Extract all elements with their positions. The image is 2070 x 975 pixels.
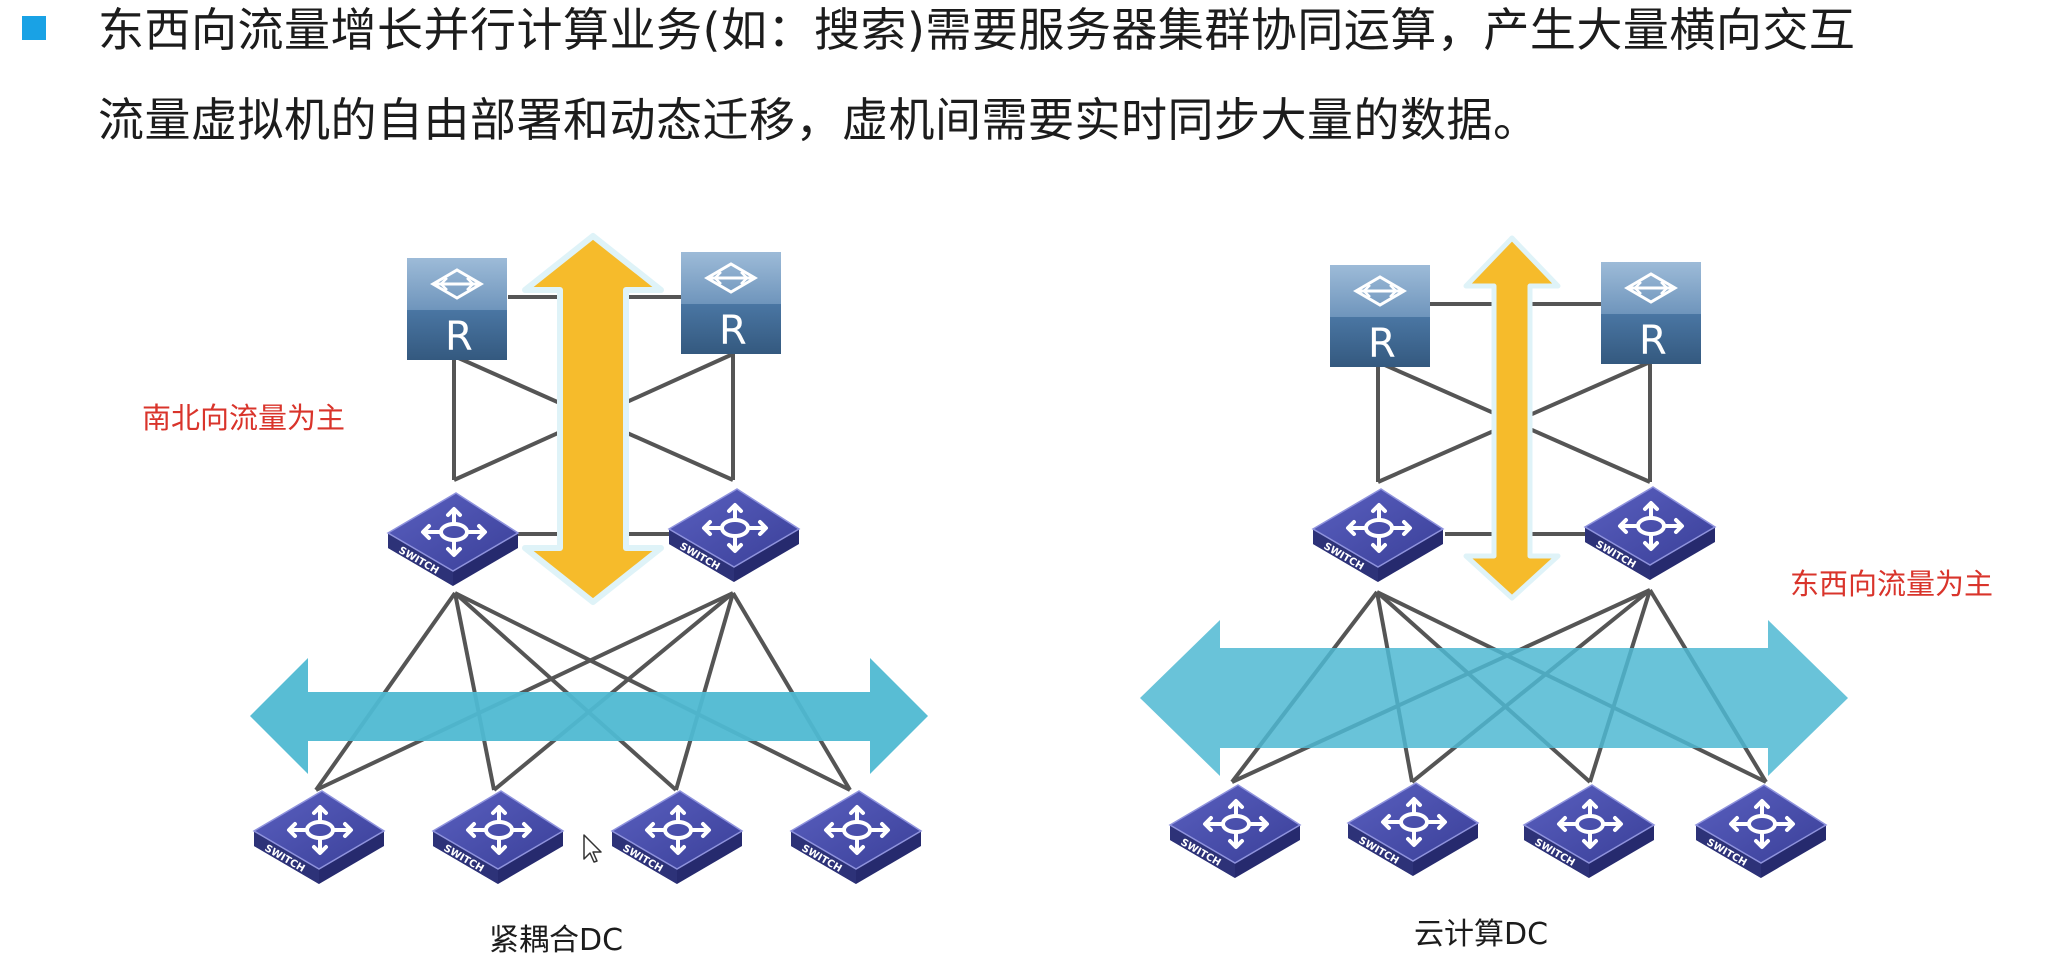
right-traffic-label: 东西向流量为主 [1790, 567, 1993, 601]
right-diagram: R R SWITCH SWITCH SWITCH SWITCH [1140, 235, 1993, 952]
router-label: R [1368, 321, 1396, 367]
left-traffic-label: 南北向流量为主 [142, 401, 345, 435]
bullet-paragraph: 东西向流量增长并行计算业务(如：搜索)需要服务器集群协同运算，产生大量横向交互 … [0, 0, 2070, 160]
right-core-switch-2-icon: SWITCH [1583, 485, 1717, 582]
right-east-west-arrow [1140, 620, 1848, 776]
left-core-switch-1-icon: SWITCH [386, 491, 520, 588]
right-north-south-arrow [1463, 235, 1561, 601]
left-diagram: R R SWITCH SWITCH SWITCH SWITCH SWITCH [142, 233, 928, 958]
right-access-switch-3-icon: SWITCH [1522, 783, 1656, 880]
left-access-links [314, 591, 852, 792]
left-core-switch-2-icon: SWITCH [667, 487, 801, 584]
left-access-switch-4-icon: SWITCH [789, 789, 923, 886]
left-access-switch-1-icon: SWITCH [252, 789, 386, 886]
left-caption: 紧耦合DC [489, 923, 623, 958]
left-access-switch-2-icon: SWITCH [431, 789, 565, 886]
left-router-1-icon: R [405, 256, 509, 362]
right-caption: 云计算DC [1414, 917, 1548, 952]
right-access-switch-4-icon: SWITCH [1694, 783, 1828, 880]
bullet-square-icon [22, 16, 46, 40]
right-access-switch-2-icon: SWITCH [1346, 781, 1480, 878]
mouse-cursor-icon [583, 834, 602, 863]
right-router-1-icon: R [1328, 263, 1432, 369]
left-north-south-arrow [522, 233, 664, 605]
bullet-line-1: 东西向流量增长并行计算业务(如：搜索)需要服务器集群协同运算，产生大量横向交互 [98, 3, 1856, 57]
right-access-switch-1-icon: SWITCH [1168, 783, 1302, 880]
bullet-line-2: 流量虚拟机的自由部署和动态迁移，虚机间需要实时同步大量的数据。 [98, 93, 1540, 147]
router-label: R [1639, 318, 1667, 364]
router-label: R [719, 308, 747, 354]
right-core-switch-1-icon: SWITCH [1311, 487, 1445, 584]
router-label: R [445, 314, 473, 360]
left-access-switch-3-icon: SWITCH [610, 789, 744, 886]
left-east-west-arrow [250, 658, 928, 774]
left-router-2-icon: R [679, 250, 783, 356]
right-router-2-icon: R [1599, 260, 1703, 366]
